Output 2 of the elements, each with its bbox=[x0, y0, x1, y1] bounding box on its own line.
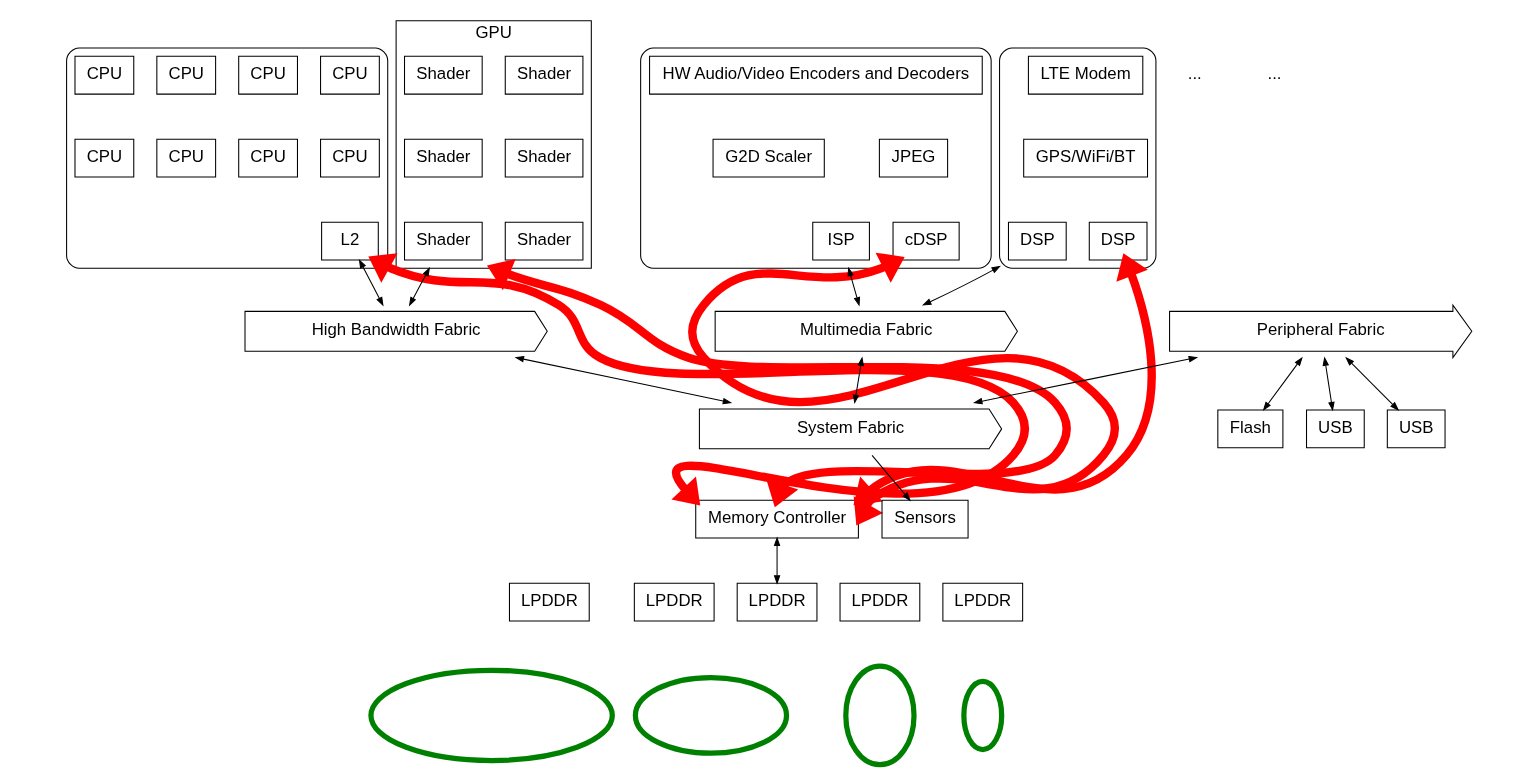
label: ... bbox=[1187, 64, 1202, 84]
label: ... bbox=[1267, 64, 1282, 84]
